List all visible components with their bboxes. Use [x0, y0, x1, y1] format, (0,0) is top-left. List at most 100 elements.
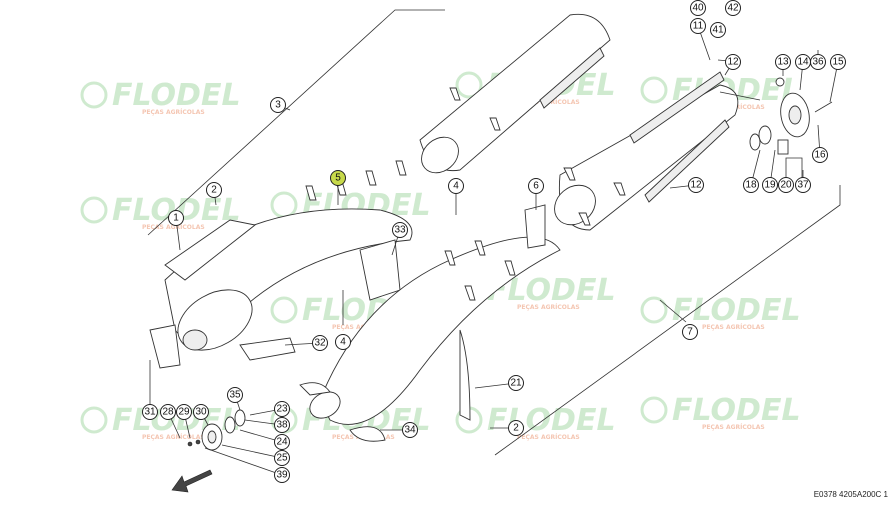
- callout-12-top[interactable]: 12: [725, 54, 741, 70]
- callout-label: 11: [693, 21, 704, 32]
- callout-circle: [168, 210, 184, 226]
- callout-label: 19: [764, 180, 776, 191]
- watermark-tagline: PEÇAS AGRÍCOLAS: [142, 108, 205, 116]
- callout-circle: [690, 0, 706, 16]
- callout-label: 14: [797, 57, 809, 68]
- watermark-gear-icon: [270, 296, 298, 324]
- callout-label: 12: [727, 57, 739, 68]
- front-rotor: [149, 160, 413, 369]
- callout-label: 30: [195, 407, 207, 418]
- callout-circle: [812, 147, 828, 163]
- callout-2-top[interactable]: 2: [206, 182, 222, 198]
- callout-36[interactable]: 36: [810, 54, 826, 70]
- callout-circle: [270, 97, 286, 113]
- watermark-tagline: PEÇAS AGRÍCOLAS: [517, 433, 580, 441]
- callout-circle: [274, 401, 290, 417]
- callout-12-bottom[interactable]: 12: [688, 177, 704, 193]
- leader-lines: [149, 25, 839, 476]
- callout-label: 39: [276, 470, 288, 481]
- watermark-tagline: PEÇAS AGRÍCOLAS: [702, 423, 765, 431]
- watermark-brand: FLODEL: [672, 393, 801, 428]
- callout-3[interactable]: 3: [270, 97, 286, 113]
- callout-4-bottom[interactable]: 4: [335, 334, 351, 350]
- callout-label: 31: [144, 407, 156, 418]
- callout-label: 18: [745, 180, 757, 191]
- callout-1[interactable]: 1: [168, 210, 184, 226]
- watermark-brand: FLODEL: [672, 293, 801, 328]
- callout-14[interactable]: 14: [795, 54, 811, 70]
- watermark-tagline: PEÇAS AGRÍCOLAS: [142, 433, 205, 441]
- callout-circle: [274, 450, 290, 466]
- callout-circle: [725, 0, 741, 16]
- callout-circle: [160, 404, 176, 420]
- callout-circle: [682, 324, 698, 340]
- callout-35[interactable]: 35: [227, 387, 243, 403]
- callout-circle: [392, 222, 408, 238]
- callout-label: 7: [687, 327, 693, 338]
- callout-label: 24: [276, 437, 288, 448]
- callout-circle: [725, 54, 741, 70]
- callout-24[interactable]: 24: [274, 434, 290, 450]
- callout-19[interactable]: 19: [762, 177, 778, 193]
- callout-circle: [508, 420, 524, 436]
- callout-label: 36: [812, 57, 824, 68]
- callout-33[interactable]: 33: [392, 222, 408, 238]
- watermark-gear-icon: [270, 191, 298, 219]
- callout-5[interactable]: 5: [330, 170, 346, 186]
- callout-circle: [274, 417, 290, 433]
- callout-16[interactable]: 16: [812, 147, 828, 163]
- callout-label: 34: [404, 425, 416, 436]
- callout-30[interactable]: 30: [193, 404, 209, 420]
- callout-circle: [775, 54, 791, 70]
- callout-28[interactable]: 28: [160, 404, 176, 420]
- callout-31[interactable]: 31: [142, 404, 158, 420]
- callout-label: 40: [692, 3, 704, 14]
- watermark-gear-icon: [455, 71, 483, 99]
- callout-6[interactable]: 6: [528, 178, 544, 194]
- callout-20[interactable]: 20: [778, 177, 794, 193]
- watermark-gear-icon: [640, 396, 668, 424]
- callout-label: 33: [394, 225, 406, 236]
- callout-38[interactable]: 38: [274, 417, 290, 433]
- drawing-code: E0378 4205A200C 1: [813, 490, 888, 499]
- callout-32[interactable]: 32: [312, 335, 328, 351]
- callout-29[interactable]: 29: [176, 404, 192, 420]
- callout-21[interactable]: 21: [508, 375, 524, 391]
- callout-label: 5: [335, 173, 341, 184]
- callout-13[interactable]: 13: [775, 54, 791, 70]
- callout-label: 13: [777, 57, 789, 68]
- callout-23[interactable]: 23: [274, 401, 290, 417]
- callout-circle: [690, 18, 706, 34]
- callout-15[interactable]: 15: [830, 54, 846, 70]
- callout-label: 4: [340, 337, 346, 348]
- callout-layer: 1 2 2 3 4 4 5 6 7 11 12 12 13 14 15 16 1…: [142, 0, 846, 483]
- callout-41[interactable]: 41: [710, 22, 726, 38]
- callout-34[interactable]: 34: [402, 422, 418, 438]
- callout-circle: [810, 54, 826, 70]
- callout-circle: [762, 177, 778, 193]
- callout-25[interactable]: 25: [274, 450, 290, 466]
- watermark-brand: FLODEL: [487, 403, 616, 438]
- watermark-gear-icon: [640, 76, 668, 104]
- callout-11[interactable]: 11: [690, 18, 706, 34]
- callout-40[interactable]: 40: [690, 0, 706, 16]
- callout-37[interactable]: 37: [795, 177, 811, 193]
- callout-7[interactable]: 7: [682, 324, 698, 340]
- watermark-gear-icon: [80, 406, 108, 434]
- callout-circle: [448, 178, 464, 194]
- callout-circle: [795, 177, 811, 193]
- callout-label: 15: [832, 57, 844, 68]
- callout-circle: [335, 334, 351, 350]
- callout-42[interactable]: 42: [725, 0, 741, 16]
- callout-label: 4: [453, 181, 459, 192]
- callout-39[interactable]: 39: [274, 467, 290, 483]
- watermark-gear-icon: [80, 196, 108, 224]
- callout-label: 37: [797, 180, 809, 191]
- callout-2-bottom[interactable]: 2: [508, 420, 524, 436]
- callout-18[interactable]: 18: [743, 177, 759, 193]
- callout-circle: [206, 182, 222, 198]
- callout-circle: [528, 178, 544, 194]
- direction-arrow: [171, 469, 213, 493]
- callout-4-top[interactable]: 4: [448, 178, 464, 194]
- watermark-tagline: PEÇAS AGRÍCOLAS: [702, 323, 765, 331]
